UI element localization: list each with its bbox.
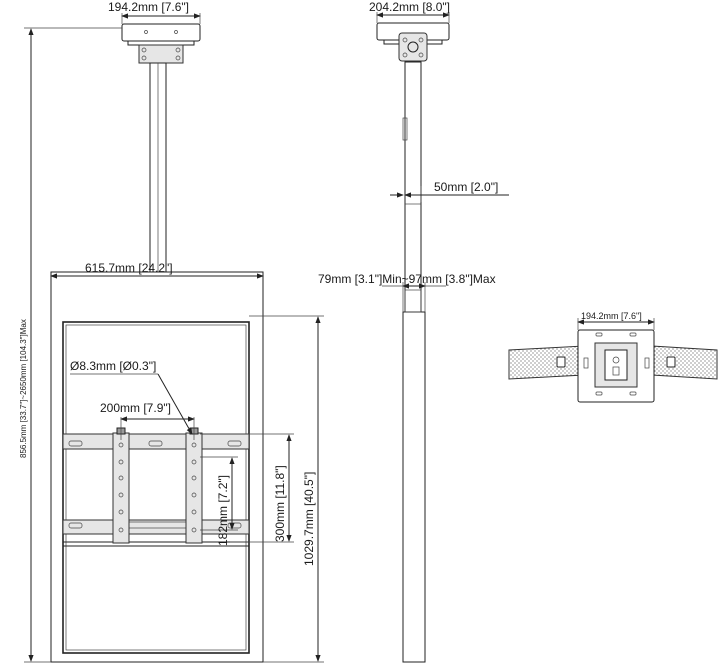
total-height-dimension xyxy=(24,27,122,663)
vesa-arm-right xyxy=(185,427,203,544)
display-frame xyxy=(50,271,264,663)
frame-depth-label: 79mm [3.1"]Min~97mm [3.8"]Max xyxy=(318,272,496,286)
front-ceiling-plate xyxy=(121,23,201,64)
top-view-width-label: 194.2mm [7.6"] xyxy=(581,311,642,321)
side-plate-width-label: 204.2mm [8.0"] xyxy=(369,0,450,14)
vesa-horizontal-label: 200mm [7.9"] xyxy=(100,401,171,415)
vesa-vertical-long-label: 300mm [11.8"] xyxy=(273,465,287,542)
total-height-label: 856.5mm [33.7"]~2650mm [104.3"]Max xyxy=(19,319,28,458)
side-view: 204.2mm [8.0"] 50mm [2.0"] 79mm [3.1"]Mi… xyxy=(318,0,509,663)
front-plate-width-label: 194.2mm [7.6"] xyxy=(108,0,189,14)
frame-height-label: 1029.7mm [40.5"] xyxy=(302,472,316,566)
frame-width-label: 615.7mm [24.2"] xyxy=(85,261,173,275)
vesa-arm-left xyxy=(112,427,130,544)
top-view-rail-right xyxy=(651,345,718,380)
front-view: 194.2mm [7.6"] xyxy=(19,0,324,663)
hole-diameter-label: Ø8.3mm [Ø0.3"] xyxy=(70,359,156,373)
side-display-body xyxy=(402,311,426,663)
pole-width-label: 50mm [2.0"] xyxy=(434,180,498,194)
top-view: 194.2mm [7.6"] xyxy=(508,311,718,403)
top-view-rail-left xyxy=(508,345,585,380)
side-ceiling-plate xyxy=(376,22,450,62)
front-plate-width-dimension xyxy=(121,13,201,24)
vesa-vertical-short-label: 182mm [7.2"] xyxy=(216,475,230,546)
side-plate-width-dimension xyxy=(376,12,450,23)
